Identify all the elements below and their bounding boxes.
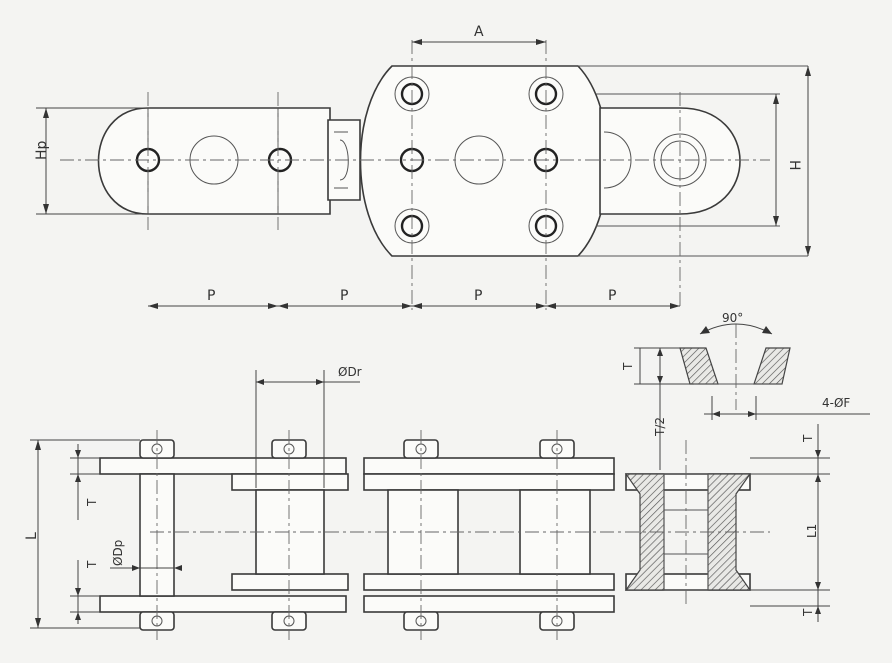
pitch-label-2: P bbox=[340, 288, 348, 304]
roller-2 bbox=[387, 489, 459, 575]
dim-label-a: A bbox=[474, 24, 484, 40]
top-view: A H Hp P P P P bbox=[34, 24, 811, 310]
length-label: L bbox=[24, 532, 40, 540]
pin-diameter-label: ØDp bbox=[111, 540, 125, 566]
countersink-angle-label: 90° bbox=[722, 311, 743, 325]
right-link-outline bbox=[599, 107, 741, 215]
left-link-outline bbox=[97, 107, 331, 215]
attachment-plate bbox=[359, 65, 609, 257]
left-t-bottom-label: T bbox=[85, 560, 99, 569]
countersink-t-label: T bbox=[621, 362, 635, 371]
holes-label: 4-ØF bbox=[822, 396, 850, 410]
countersink-t-half-label: T/2 bbox=[653, 417, 667, 437]
roller-diameter-label: ØDr bbox=[338, 365, 362, 379]
dim-label-hp: Hp bbox=[34, 140, 50, 160]
pitch-label-3: P bbox=[474, 288, 482, 304]
bottom-view: ØDr L T T ØDp bbox=[24, 365, 830, 640]
right-t-bottom-label: T bbox=[801, 608, 815, 617]
countersink-detail: 90° T T/2 4-ØF bbox=[621, 311, 870, 470]
left-t-top-label: T bbox=[85, 498, 99, 507]
right-l1-label: L1 bbox=[805, 524, 819, 538]
pitch-label-4: P bbox=[608, 288, 616, 304]
pitch-label-1: P bbox=[207, 288, 215, 304]
right-t-top-label: T bbox=[801, 434, 815, 443]
dim-label-h: H bbox=[786, 160, 802, 171]
